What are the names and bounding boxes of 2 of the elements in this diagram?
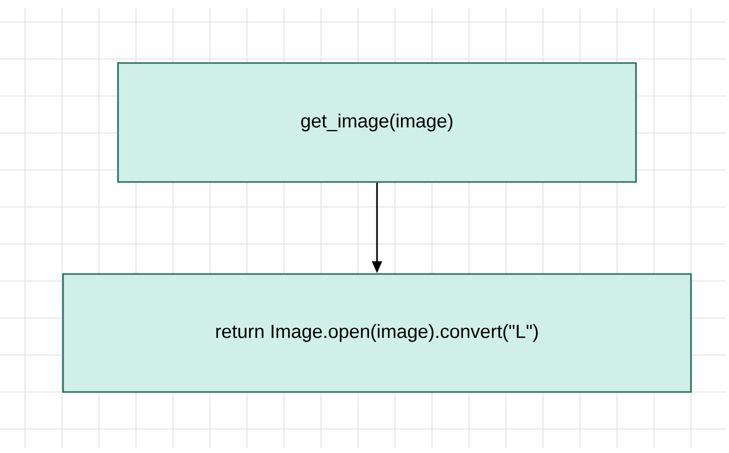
process-box: return Image.open(image).convert("L") bbox=[62, 273, 692, 393]
process-box: get_image(image) bbox=[117, 62, 637, 183]
